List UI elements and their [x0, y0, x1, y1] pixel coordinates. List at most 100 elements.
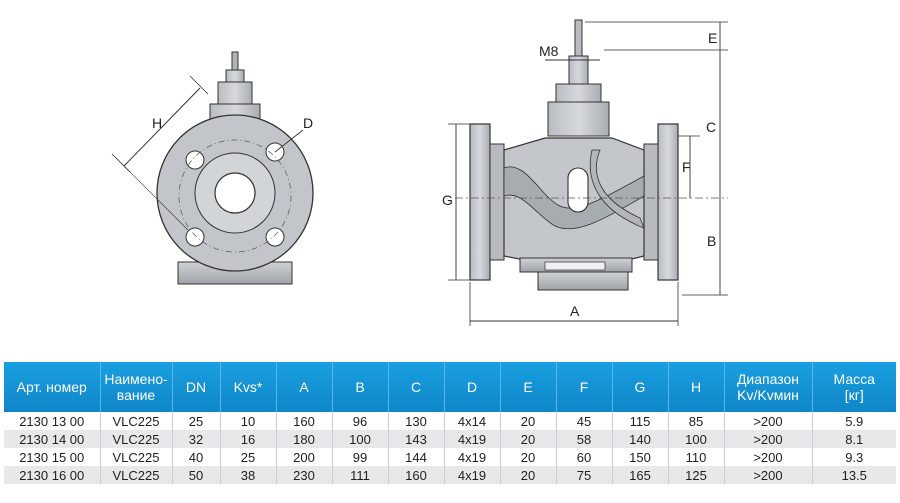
- column-header-label: Наимено-: [104, 371, 168, 387]
- table-cell: 180: [276, 430, 333, 448]
- table-cell: 2130 16 00: [4, 466, 101, 484]
- column-header: E: [500, 362, 557, 412]
- column-header: B: [332, 362, 389, 412]
- column-header-label: C: [410, 379, 422, 395]
- column-header: Наимено-вание: [100, 362, 173, 412]
- column-header-label: H: [690, 379, 702, 395]
- table-cell: VLC225: [100, 412, 173, 430]
- column-header-label: F: [579, 379, 589, 395]
- dim-a-label: A: [570, 303, 580, 319]
- column-header-label: Арт. номер: [16, 379, 87, 395]
- table-cell: 25: [172, 412, 221, 430]
- table-cell: 4x19: [444, 466, 501, 484]
- column-header-label: G: [634, 379, 646, 395]
- table-cell: 160: [388, 466, 445, 484]
- column-header-sublabel: [кг]: [844, 387, 864, 403]
- valve-front-view: H D: [111, 51, 314, 285]
- table-header-row: Арт. номер Наимено-вание DN Kvs* A B C D E F G H Диа…: [4, 362, 896, 412]
- column-header: Kvs*: [220, 362, 277, 412]
- table-cell: 10: [220, 412, 277, 430]
- column-header-label: DN: [185, 379, 207, 395]
- dim-h-label: H: [152, 115, 162, 131]
- table-cell: 4x14: [444, 412, 501, 430]
- column-header: C: [388, 362, 445, 412]
- table-cell: 8.1: [812, 430, 896, 448]
- table-cell: 200: [276, 448, 333, 466]
- table-cell: 2130 15 00: [4, 448, 101, 466]
- dim-b-label: B: [707, 233, 716, 249]
- table-cell: 2130 13 00: [4, 412, 101, 430]
- table-cell: 143: [388, 430, 445, 448]
- column-header-label: Kvs*: [233, 379, 263, 395]
- table-cell: 38: [220, 466, 277, 484]
- table-cell: 4x19: [444, 430, 501, 448]
- dim-e-label: E: [708, 30, 717, 46]
- table-cell: 144: [388, 448, 445, 466]
- column-header: H: [668, 362, 725, 412]
- table-cell: 160: [276, 412, 333, 430]
- table-cell: >200: [724, 412, 813, 430]
- table-cell: 32: [172, 430, 221, 448]
- table-cell: 230: [276, 466, 333, 484]
- table-cell: 20: [500, 430, 557, 448]
- column-header: G: [612, 362, 669, 412]
- table-cell: 20: [500, 448, 557, 466]
- column-header-label: D: [466, 379, 478, 395]
- dim-g-label: G: [442, 192, 453, 208]
- table-cell: 130: [388, 412, 445, 430]
- column-header: D: [444, 362, 501, 412]
- table-cell: 20: [500, 466, 557, 484]
- column-header: F: [556, 362, 613, 412]
- column-header-label: Масса: [833, 371, 875, 387]
- table-cell: 110: [668, 448, 725, 466]
- table-cell: 25: [220, 448, 277, 466]
- specification-table: Арт. номер Наимено-вание DN Kvs* A B C D E F G H Диа…: [4, 362, 896, 484]
- valve-side-view: M8 E C B F G A: [442, 19, 728, 326]
- table-cell: 40: [172, 448, 221, 466]
- table-cell: >200: [724, 430, 813, 448]
- table-cell: 111: [332, 466, 389, 484]
- column-header: DN: [172, 362, 221, 412]
- table-cell: 85: [668, 412, 725, 430]
- column-header-sublabel: вание: [116, 387, 156, 403]
- table-cell: 99: [332, 448, 389, 466]
- table-cell: 16: [220, 430, 277, 448]
- table-cell: 96: [332, 412, 389, 430]
- table-cell: 4x19: [444, 448, 501, 466]
- dim-d-label: D: [303, 115, 313, 131]
- column-header: A: [276, 362, 333, 412]
- table-cell: 100: [668, 430, 725, 448]
- table-cell: VLC225: [100, 466, 173, 484]
- column-header-label: A: [299, 379, 309, 395]
- column-header-label: E: [523, 379, 533, 395]
- dim-f-label: F: [682, 159, 691, 175]
- table-cell: >200: [724, 448, 813, 466]
- table-cell: 13.5: [812, 466, 896, 484]
- table-cell: 100: [332, 430, 389, 448]
- table-cell: 60: [556, 448, 613, 466]
- table-cell: VLC225: [100, 430, 173, 448]
- table-cell: 115: [612, 412, 669, 430]
- table-cell: 50: [172, 466, 221, 484]
- column-header-label: B: [355, 379, 365, 395]
- table-cell: 2130 14 00: [4, 430, 101, 448]
- column-header: Масса[кг]: [812, 362, 896, 412]
- table-cell: 125: [668, 466, 725, 484]
- table-cell: 20: [500, 412, 557, 430]
- table-cell: 58: [556, 430, 613, 448]
- table-cell: 150: [612, 448, 669, 466]
- table-cell: 140: [612, 430, 669, 448]
- table-cell: 9.3: [812, 448, 896, 466]
- column-header: Арт. номер: [4, 362, 101, 412]
- table-cell: 165: [612, 466, 669, 484]
- table-cell: VLC225: [100, 448, 173, 466]
- column-header-label: Диапазон: [736, 371, 800, 387]
- column-header-sublabel: Kv/Kvмин: [737, 387, 799, 403]
- table-cell: >200: [724, 466, 813, 484]
- valve-technical-drawing: H D M8 E C: [111, 19, 728, 326]
